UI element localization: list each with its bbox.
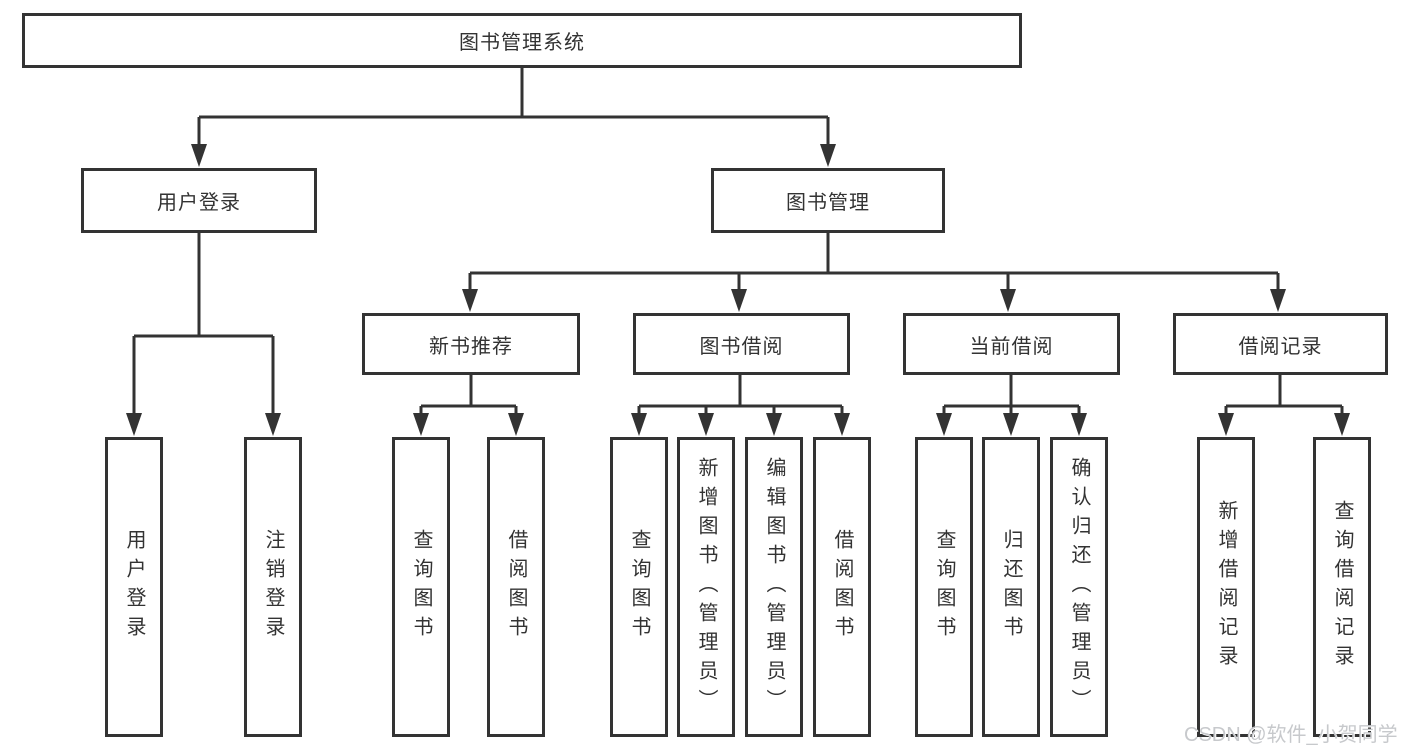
leaf-label: 查询图书	[410, 529, 432, 645]
leaf-query-books: 查询图书	[610, 437, 668, 737]
node-label: 当前借阅	[969, 335, 1054, 358]
node-label: 用户登录	[157, 192, 241, 214]
node-label: 新书推荐	[429, 335, 513, 358]
node-user-login: 用户登录	[81, 168, 317, 233]
leaf-label: 借阅图书	[505, 529, 527, 645]
leaf-borrow-books: 借阅图书	[813, 437, 871, 737]
leaf-return-books: 归还图书	[982, 437, 1040, 737]
leaf-label: 查询借阅记录	[1331, 500, 1353, 674]
node-label: 图书管理系统	[459, 32, 585, 54]
leaf-label: 确认归还（管理员）	[1068, 456, 1090, 718]
node-label: 借阅记录	[1238, 335, 1323, 358]
arrowheads	[126, 144, 1350, 436]
leaf-edit-books-admin: 编辑图书（管理员）	[745, 437, 803, 737]
leaf-label: 查询图书	[628, 529, 650, 645]
leaf-add-books-admin: 新增图书（管理员）	[677, 437, 735, 737]
leaf-label: 新增图书（管理员）	[695, 456, 717, 718]
leaf-confirm-return-admin: 确认归还（管理员）	[1050, 437, 1108, 737]
leaf-query-books: 查询图书	[915, 437, 973, 737]
node-library-management-system: 图书管理系统	[22, 13, 1022, 68]
leaf-query-books: 查询图书	[392, 437, 450, 737]
node-book-borrowing: 图书借阅	[633, 313, 850, 375]
node-label: 图书借阅	[699, 335, 784, 358]
node-label: 图书管理	[786, 192, 870, 214]
leaf-label: 借阅图书	[831, 529, 853, 645]
node-borrowing-records: 借阅记录	[1173, 313, 1388, 375]
node-current-borrowing: 当前借阅	[903, 313, 1120, 375]
leaf-add-borrow-record: 新增借阅记录	[1197, 437, 1255, 737]
leaf-label: 用户登录	[123, 529, 145, 645]
leaf-query-borrow-record: 查询借阅记录	[1313, 437, 1371, 737]
node-book-management: 图书管理	[711, 168, 945, 233]
leaf-label: 注销登录	[262, 529, 284, 645]
leaf-label: 编辑图书（管理员）	[763, 456, 785, 718]
leaf-user-login: 用户登录	[105, 437, 163, 737]
csdn-watermark: CSDN @软件_小贺同学	[1184, 724, 1398, 746]
leaf-borrow-books: 借阅图书	[487, 437, 545, 737]
leaf-label: 新增借阅记录	[1215, 500, 1237, 674]
leaf-label: 查询图书	[933, 529, 955, 645]
node-new-book-recommendation: 新书推荐	[362, 313, 580, 375]
leaf-label: 归还图书	[1000, 529, 1022, 645]
leaf-logout: 注销登录	[244, 437, 302, 737]
